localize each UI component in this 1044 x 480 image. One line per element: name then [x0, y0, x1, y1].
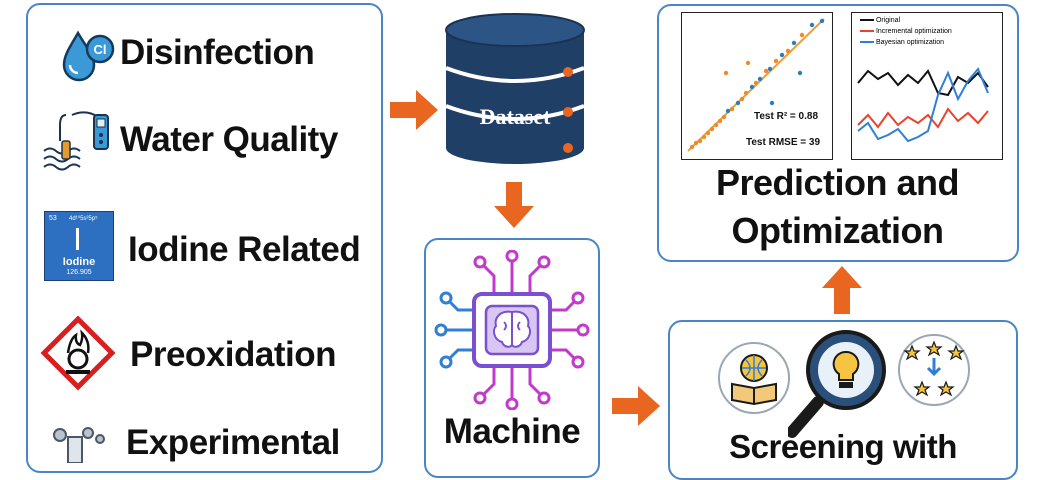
legend-original: Original — [860, 17, 900, 24]
scatter-point — [729, 106, 735, 112]
scatter-point — [701, 134, 707, 140]
legend-incremental-swatch — [860, 30, 874, 33]
factor-label-experimental: Experimental — [126, 423, 340, 462]
svg-text:Cl: Cl — [94, 42, 107, 57]
arrow-up-to-prediction — [822, 266, 862, 314]
lab-glassware-icon — [53, 427, 105, 463]
arrow-down-to-ml — [494, 182, 534, 228]
legend-incremental-label: Incremental optimization — [875, 28, 952, 35]
scatter-point — [763, 68, 769, 74]
scatter-point — [767, 66, 773, 72]
series-line — [857, 69, 989, 97]
scatter-point — [721, 114, 727, 120]
scatter-point — [735, 100, 741, 106]
parity-scatter-plot — [687, 18, 825, 152]
ml-label: Machine — [443, 412, 581, 451]
iodine-symbol — [76, 228, 79, 250]
screening-label: Screening with — [729, 428, 957, 465]
legend-bayesian: Bayesian optimization — [860, 39, 944, 46]
water-probe-icon — [43, 111, 109, 171]
knowledge-book-icon — [718, 342, 790, 414]
scatter-point — [749, 84, 755, 90]
legend-original-label: Original — [875, 17, 901, 24]
legend-bayesian-swatch — [860, 41, 874, 44]
legend-bayesian-label: Bayesian optimization — [875, 39, 945, 46]
dataset-database-icon — [445, 13, 585, 164]
scatter-point — [809, 22, 815, 28]
scatter-point — [797, 70, 803, 76]
input-factors-panel: Cl Disinfection Water Quality 53 4d¹⁰5s²… — [26, 3, 383, 473]
iodine-electron-config: 4d¹⁰5s²5p⁵ — [69, 216, 98, 222]
iodine-atomic-number: 53 — [49, 215, 57, 222]
scatter-point — [723, 70, 729, 76]
dataset-label: Dataset — [479, 104, 551, 129]
iodine-mass: 126.905 — [66, 269, 92, 276]
scatter-point — [791, 40, 797, 46]
factor-label-preoxidation: Preoxidation — [130, 335, 336, 374]
scatter-point — [819, 18, 825, 24]
scatter-point — [689, 144, 695, 150]
scatter-point — [757, 76, 763, 82]
series-line — [857, 67, 989, 143]
machine-learning-panel: Machine — [424, 238, 600, 478]
iodine-element-icon: 53 4d¹⁰5s²5p⁵ Iodine 126.905 — [44, 211, 114, 281]
scatter-point — [773, 58, 779, 64]
scatter-point — [713, 122, 719, 128]
scatter-point — [753, 80, 759, 86]
ai-chip-brain-icon — [434, 250, 590, 410]
scatter-point — [725, 108, 731, 114]
scatter-point — [745, 60, 751, 66]
scatter-point — [769, 100, 775, 106]
test-rmse-label: Test RMSE = 39 — [746, 137, 821, 148]
oxidizer-hazard-icon — [40, 315, 116, 391]
factor-label-iodine-related: Iodine Related — [128, 230, 361, 269]
series-line — [857, 107, 989, 129]
legend-original-swatch — [860, 19, 874, 22]
scatter-point — [693, 140, 699, 146]
scatter-point — [709, 126, 715, 132]
screening-panel: Screening with — [668, 320, 1018, 480]
scatter-point — [785, 48, 791, 54]
test-r2-label: Test R² = 0.88 — [754, 111, 819, 122]
legend-incremental: Incremental optimization — [860, 28, 952, 35]
arrow-right-to-dataset — [390, 90, 438, 130]
iodine-name: Iodine — [62, 256, 96, 268]
scatter-point — [779, 52, 785, 58]
scatter-point — [705, 130, 711, 136]
prediction-optimization-panel: Test R² = 0.88 Test RMSE = 39 Original I… — [657, 4, 1019, 262]
scatter-point — [717, 118, 723, 124]
rating-stars-icon — [898, 334, 970, 406]
prediction-title-line1: Prediction and — [715, 162, 960, 203]
magnifier-lightbulb-icon — [788, 330, 886, 438]
arrow-right-to-screening — [612, 386, 660, 426]
optimization-line-plot — [857, 67, 989, 143]
scatter-point — [697, 138, 703, 144]
scatter-point — [739, 96, 745, 102]
parity-scatter-chart: Test R² = 0.88 Test RMSE = 39 — [681, 12, 833, 160]
factor-label-water-quality: Water Quality — [120, 120, 338, 159]
prediction-title-line2: Optimization — [731, 210, 945, 251]
scatter-point — [799, 32, 805, 38]
scatter-point — [743, 90, 749, 96]
factor-label-disinfection: Disinfection — [120, 33, 315, 72]
disinfection-droplet-icon: Cl — [62, 30, 115, 82]
optimization-line-chart: Original Incremental optimization Bayesi… — [851, 12, 1003, 160]
